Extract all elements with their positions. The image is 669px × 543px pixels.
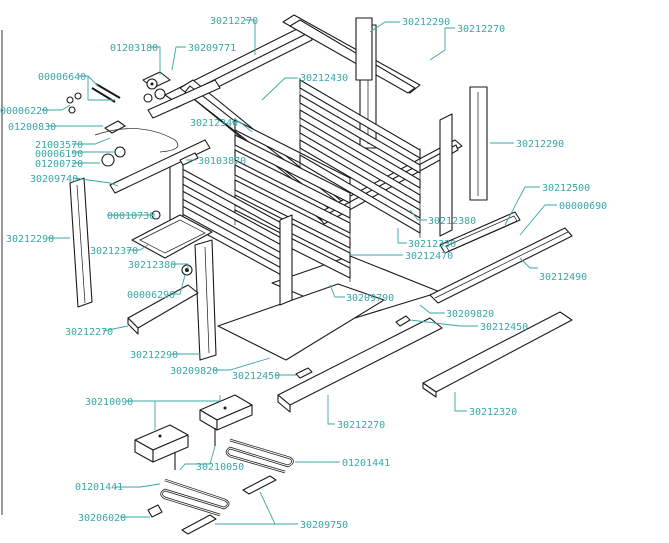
label-l34: 30212450 (232, 371, 280, 382)
left-upright-b (279, 214, 293, 306)
pulley-assembly-01203180 (142, 71, 171, 103)
label-l36: 30212320 (469, 407, 517, 418)
front-vertical-post (194, 239, 217, 361)
tray-end (422, 382, 437, 398)
heater-element-01201441-b (160, 478, 230, 517)
label-l18: 00000690 (559, 201, 607, 212)
label-l22: 30212330 (408, 239, 456, 250)
right-post (439, 113, 453, 237)
bracket-30103870 (179, 152, 199, 166)
front-vertical-post-line (204, 246, 210, 354)
ring-00006190 (114, 146, 126, 158)
label-l17: 30212500 (542, 183, 590, 194)
diagonal-bar-30212490-line (434, 231, 569, 299)
label-l8: 00006220 (0, 106, 48, 117)
label-l10: 30212340 (190, 118, 238, 129)
bracket-30212370 (131, 214, 213, 259)
label-l14: 30103870 (198, 156, 246, 167)
label-l25: 30212380 (128, 260, 176, 271)
right-side-post (469, 86, 488, 201)
diagonal-bar-inner (445, 215, 518, 252)
label-l15: 30212290 (516, 139, 564, 150)
label-l28: 30209790 (346, 293, 394, 304)
label-l40: 01201441 (75, 482, 123, 493)
label-l13: 01200720 (35, 159, 83, 170)
label-l4: 01203180 (110, 43, 158, 54)
label-l21: 30212290 (6, 234, 54, 245)
label-l42: 30209750 (300, 520, 348, 531)
label-l32: 30212290 (130, 350, 178, 361)
top-right-post (355, 17, 373, 81)
bottom-left-rail-end (127, 317, 139, 335)
label-l30: 30212270 (65, 327, 113, 338)
part-30209750-b (181, 514, 217, 535)
clip-30212450-a (395, 315, 411, 327)
nuts-00006220 (66, 92, 82, 114)
label-l26: 30212490 (539, 272, 587, 283)
label-l11: 21003570 (35, 140, 83, 151)
label-l33: 30209820 (170, 366, 218, 377)
bolts-00006640 (91, 83, 121, 103)
label-l7: 30212430 (300, 73, 348, 84)
bracket-30212370-inner (139, 219, 206, 254)
heater-box-30210090-b (199, 394, 253, 431)
cross-bar-30209740 (109, 139, 211, 194)
leader-lines (42, 19, 557, 525)
label-l19: 00010730 (107, 211, 155, 222)
label-l41: 30206020 (78, 513, 126, 524)
clip-30206020 (147, 504, 163, 518)
label-l1: 30212270 (210, 16, 258, 27)
part-labels: 30212270 30212290 30212270 01203180 3020… (0, 16, 607, 531)
label-l3: 30212270 (457, 24, 505, 35)
label-l5: 30209771 (188, 43, 236, 54)
motor-01200720 (101, 153, 115, 167)
label-l2: 30212290 (402, 17, 450, 28)
part-30209750-a (242, 475, 277, 495)
label-l35: 30210090 (85, 397, 133, 408)
label-l31: 30212450 (480, 322, 528, 333)
label-l39: 30210050 (196, 462, 244, 473)
label-l37: 30212270 (337, 420, 385, 431)
label-l9: 01200830 (8, 122, 56, 133)
label-l24: 30212470 (405, 251, 453, 262)
label-l29: 30209820 (446, 309, 494, 320)
left-vertical-post-line (76, 184, 86, 304)
floor-panel-lower (217, 283, 385, 361)
bar-30209771 (147, 79, 221, 119)
right-shelf-rungs (299, 78, 421, 238)
heater-element-01201441-a (225, 438, 294, 474)
label-l6: 00006640 (38, 72, 86, 83)
heater-box-30210090-a (134, 424, 189, 463)
label-l27: 00006290 (127, 290, 175, 301)
cable-21003570 (94, 128, 179, 153)
label-l20: 30212380 (428, 216, 476, 227)
bottom-front-rail-end (277, 394, 291, 413)
label-l12: 00006190 (35, 149, 83, 160)
label-l38: 01201441 (342, 458, 390, 469)
label-l16: 30209740 (30, 174, 78, 185)
clip-30212450-b (295, 367, 313, 379)
label-l23: 30212370 (90, 246, 138, 257)
